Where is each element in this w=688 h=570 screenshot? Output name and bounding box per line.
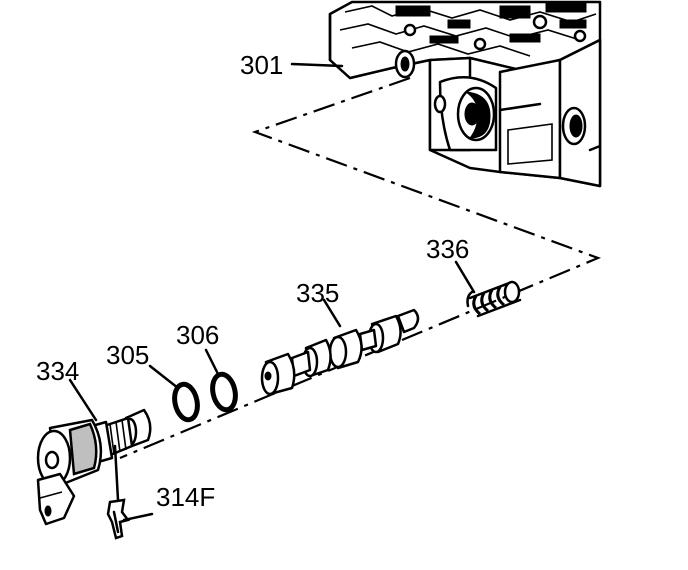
leader-301 — [290, 62, 344, 68]
callout-336: 336 — [426, 234, 469, 264]
retaining-clip-314f — [106, 444, 131, 540]
leader-306 — [204, 348, 220, 376]
valve-335 — [260, 308, 420, 396]
spring-336 — [466, 280, 522, 318]
solenoid-334 — [36, 408, 152, 526]
leader-305 — [148, 364, 180, 390]
assembly-centerline — [119, 76, 602, 460]
callout-314f: 314F — [156, 482, 215, 512]
callout-301: 301 — [240, 50, 283, 80]
leader-334 — [68, 378, 98, 422]
o-ring-306 — [210, 371, 238, 413]
callout-306: 306 — [176, 320, 219, 350]
callout-334: 334 — [36, 356, 79, 386]
o-ring-305 — [172, 381, 200, 423]
leader-336 — [454, 260, 476, 294]
callout-305: 305 — [106, 340, 149, 370]
valve-body-301 — [328, 0, 602, 188]
callout-335: 335 — [296, 278, 339, 308]
leader-314f — [122, 512, 154, 522]
leader-335 — [322, 298, 342, 328]
